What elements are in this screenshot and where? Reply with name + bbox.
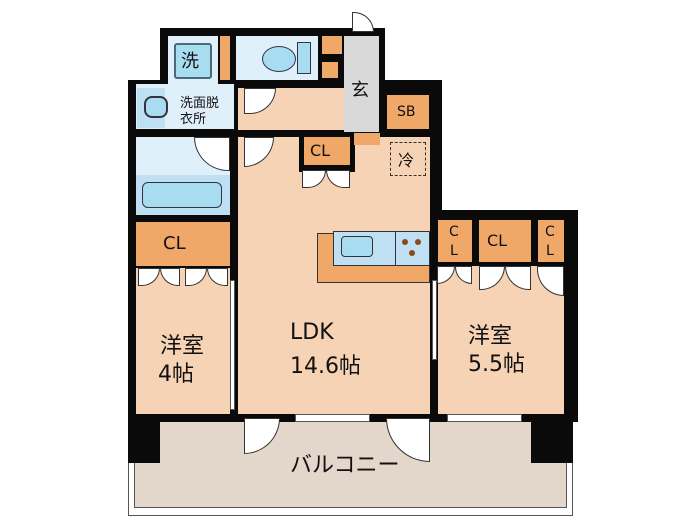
outer-notch-right bbox=[442, 80, 582, 210]
washer bbox=[174, 43, 212, 79]
closet-east-mid bbox=[479, 220, 531, 262]
window-room2[interactable] bbox=[447, 414, 522, 422]
pipe-shaft bbox=[220, 36, 230, 80]
fridge-label: 冷 bbox=[398, 151, 415, 170]
balcony-pillar-left bbox=[128, 415, 160, 463]
closet-east-left-l: L bbox=[450, 243, 458, 259]
burner-3 bbox=[409, 250, 415, 256]
closet-ldk bbox=[304, 137, 350, 165]
washroom-label-2: 衣所 bbox=[180, 112, 207, 127]
ldk-upper-right bbox=[386, 137, 430, 182]
sliding-door-west[interactable] bbox=[230, 280, 235, 410]
storage-hall bbox=[354, 133, 380, 145]
storage-top-1 bbox=[322, 36, 342, 54]
closet-east-left bbox=[438, 220, 472, 262]
closet-east-right-l: L bbox=[546, 243, 554, 259]
closet-west bbox=[136, 222, 230, 266]
entrance bbox=[344, 36, 379, 132]
closet-east-right bbox=[538, 220, 564, 262]
closet-west-label: CL bbox=[163, 233, 186, 254]
western-room-2-size: 5.5帖 bbox=[468, 352, 525, 377]
balcony-pillar-right bbox=[531, 415, 573, 463]
toilet-bowl bbox=[262, 46, 296, 72]
western-room-1-size: 4帖 bbox=[158, 362, 194, 387]
toilet-tank bbox=[297, 42, 311, 74]
closet-ldk-label: CL bbox=[310, 141, 331, 160]
window-ldk-1[interactable] bbox=[295, 414, 370, 422]
stove-divider bbox=[395, 231, 396, 266]
storage-top-2 bbox=[322, 62, 338, 78]
western-room-1 bbox=[136, 268, 230, 414]
western-room-2 bbox=[438, 266, 564, 414]
washroom-upper bbox=[168, 84, 234, 94]
bathtub bbox=[142, 182, 222, 208]
balcony bbox=[134, 420, 567, 508]
entrance-label: 玄 bbox=[351, 80, 369, 101]
closet-east-right-c: C bbox=[545, 224, 555, 240]
western-room-2-name: 洋室 bbox=[468, 324, 513, 349]
entrance-door[interactable] bbox=[352, 12, 374, 32]
burner-1 bbox=[402, 239, 408, 245]
closet-east-mid-label: CL bbox=[487, 231, 508, 250]
washroom-label-1: 洗面脱 bbox=[180, 96, 220, 111]
kitchen-sink bbox=[341, 236, 373, 257]
western-room-1-name: 洋室 bbox=[160, 334, 205, 359]
ldk-size: 14.6帖 bbox=[290, 354, 361, 379]
closet-east-left-c: C bbox=[449, 224, 459, 240]
ldk-name: LDK bbox=[290, 320, 334, 345]
sliding-door-east[interactable] bbox=[432, 280, 437, 360]
shoe-box bbox=[387, 95, 429, 129]
balcony-label: バルコニー bbox=[290, 453, 400, 478]
burner-2 bbox=[415, 239, 421, 245]
washer-label: 洗 bbox=[181, 51, 199, 72]
basin-icon bbox=[144, 96, 168, 118]
shoe-box-label: SB bbox=[397, 104, 416, 120]
fridge-space bbox=[390, 142, 426, 176]
